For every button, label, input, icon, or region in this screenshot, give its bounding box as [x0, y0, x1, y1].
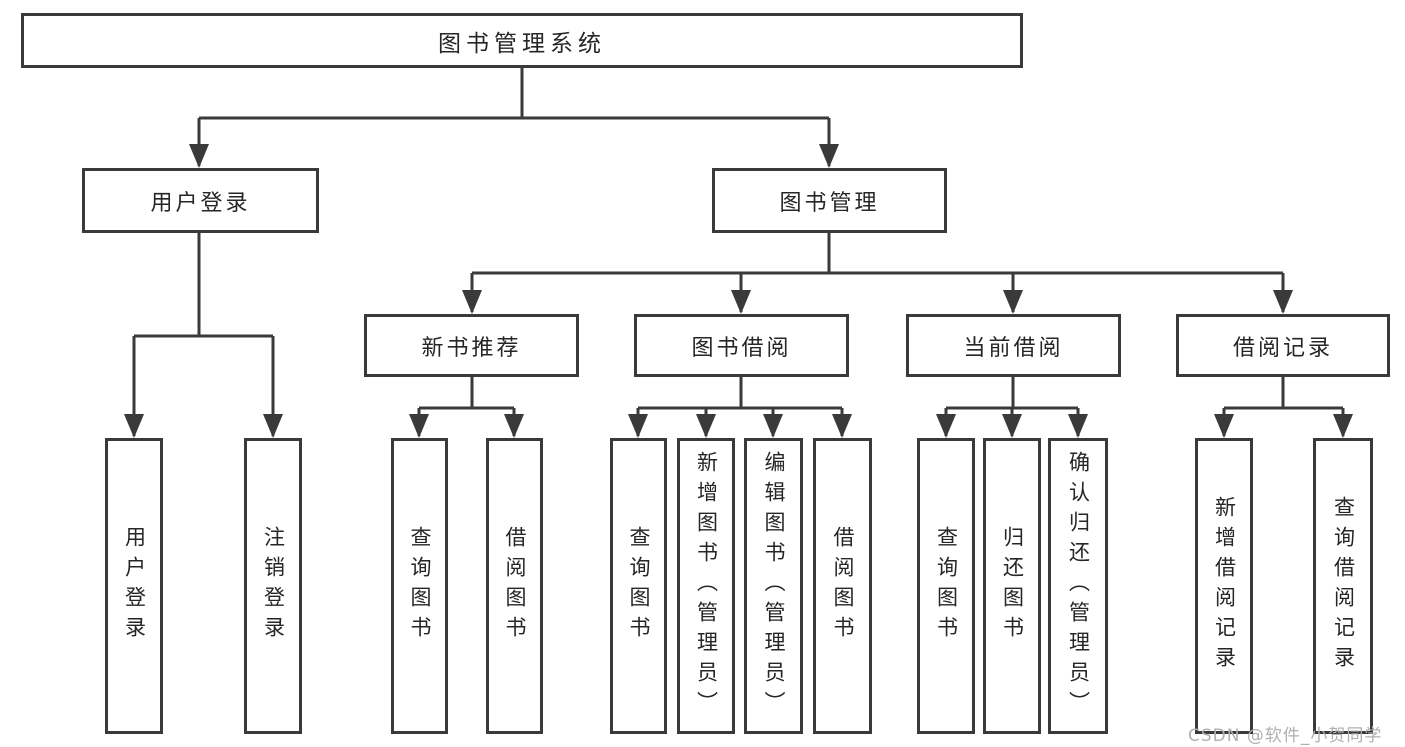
leaf-current-confirm-return-admin: 确认归还（管理员）: [1048, 438, 1108, 734]
node-user-login: 用户登录: [82, 168, 319, 233]
csdn-watermark: CSDN @软件_小贺同学: [1188, 726, 1383, 746]
leaf-borrowing-query-book: 查询图书: [610, 438, 667, 734]
leaf-current-return-book: 归还图书: [983, 438, 1041, 734]
leaf-records-query-record: 查询借阅记录: [1313, 438, 1373, 734]
node-library-system: 图书管理系统: [21, 13, 1023, 68]
leaf-borrowing-borrow-book: 借阅图书: [813, 438, 872, 734]
leaf-records-add-record: 新增借阅记录: [1195, 438, 1253, 734]
leaf-borrowing-add-book-admin: 新增图书（管理员）: [677, 438, 735, 734]
leaf-recommend-borrow-book: 借阅图书: [486, 438, 543, 734]
leaf-user-login: 用户登录: [105, 438, 163, 734]
node-current-borrowing: 当前借阅: [906, 314, 1121, 377]
leaf-logout-login: 注销登录: [244, 438, 302, 734]
node-borrowing-records: 借阅记录: [1176, 314, 1390, 377]
node-new-book-recommend: 新书推荐: [364, 314, 579, 377]
leaf-recommend-query-book: 查询图书: [391, 438, 448, 734]
leaf-borrowing-edit-book-admin: 编辑图书（管理员）: [744, 438, 803, 734]
node-book-borrowing: 图书借阅: [634, 314, 849, 377]
node-book-management: 图书管理: [712, 168, 947, 233]
leaf-current-query-book: 查询图书: [917, 438, 975, 734]
